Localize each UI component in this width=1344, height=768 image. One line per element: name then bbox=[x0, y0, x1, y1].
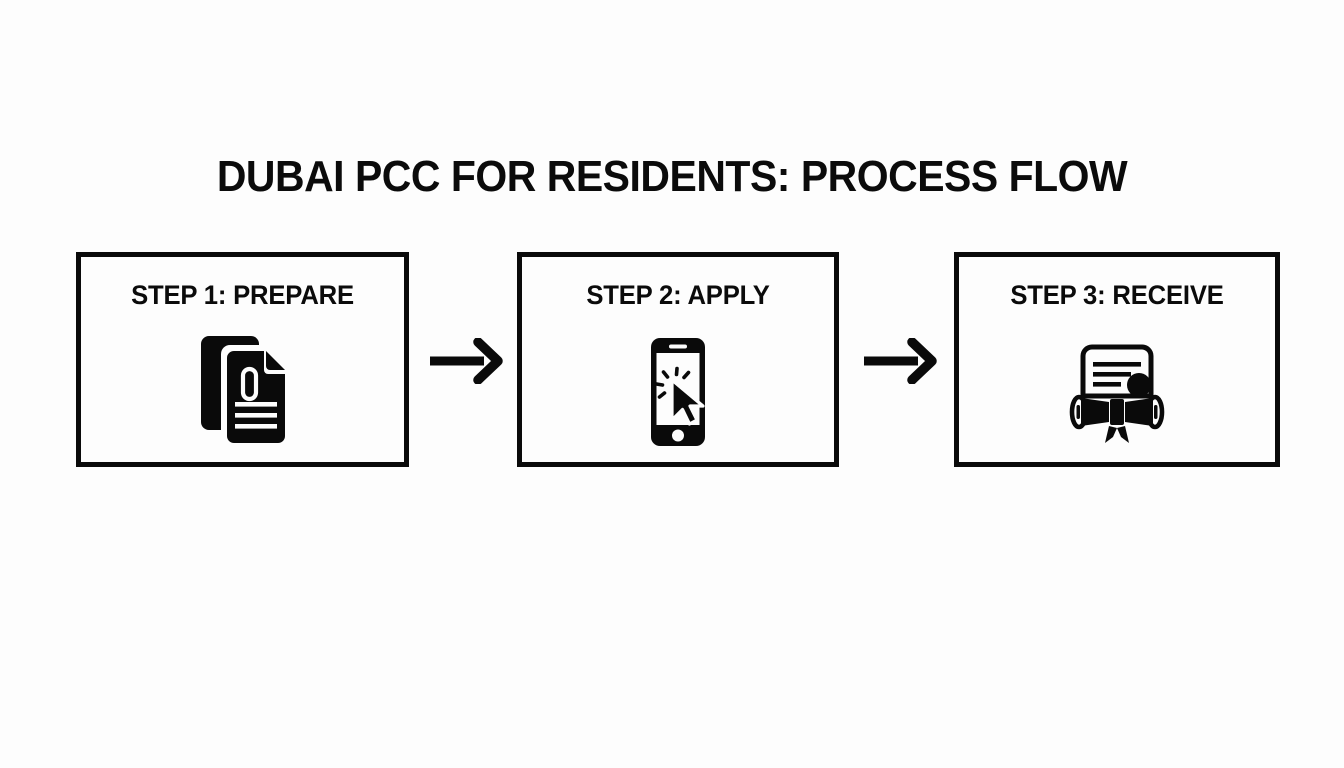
arrow-right-icon bbox=[862, 338, 942, 384]
step-box-3[interactable]: STEP 3: RECEIVE bbox=[954, 252, 1280, 467]
step-icon-slot-2 bbox=[522, 329, 834, 454]
certificate-icon bbox=[1061, 340, 1173, 444]
step-box-1[interactable]: STEP 1: PREPARE bbox=[76, 252, 409, 467]
step-box-2[interactable]: STEP 2: APPLY bbox=[517, 252, 839, 467]
step-label-2: STEP 2: APPLY bbox=[586, 280, 770, 310]
documents-icon bbox=[197, 335, 289, 448]
connector-arrow-1 bbox=[428, 338, 508, 384]
step-icon-slot-1 bbox=[81, 329, 404, 454]
connector-arrow-2 bbox=[862, 338, 942, 384]
step-icon-slot-3 bbox=[959, 329, 1275, 454]
step-label-3: STEP 3: RECEIVE bbox=[1010, 280, 1224, 310]
smartphone-click-icon bbox=[643, 336, 713, 448]
page-title: DUBAI PCC FOR RESIDENTS: PROCESS FLOW bbox=[216, 152, 1128, 201]
arrow-right-icon bbox=[428, 338, 508, 384]
step-label-1: STEP 1: PREPARE bbox=[131, 280, 354, 310]
